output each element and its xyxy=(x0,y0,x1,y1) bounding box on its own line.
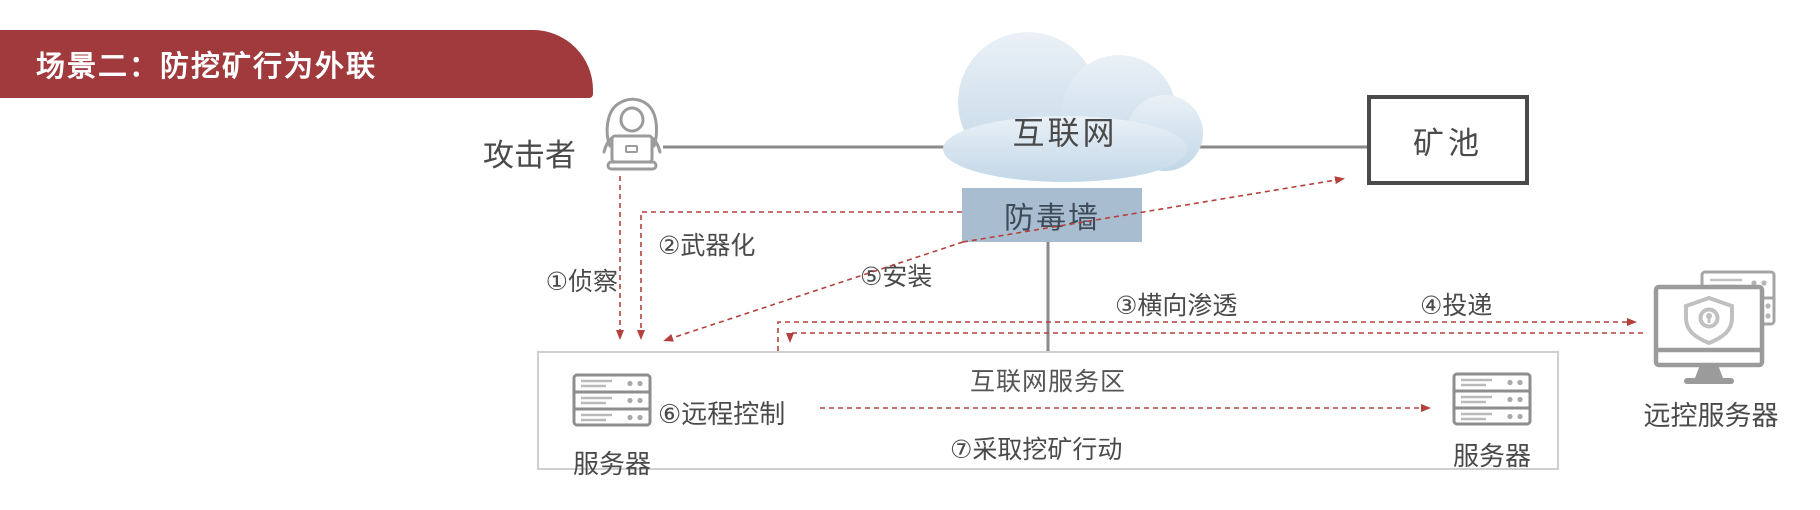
server-left-label: 服务器 xyxy=(572,449,651,479)
arrow-delivery-out xyxy=(777,318,1637,351)
step-4-delivery-label: ④投递 xyxy=(1420,292,1493,320)
mining-pool-box: 矿池 xyxy=(1367,95,1529,185)
scenario-banner: 场景二：防挖矿行为外联 xyxy=(0,30,593,98)
internet-service-zone-label: 互联网服务区 xyxy=(969,368,1126,396)
scenario-title: 场景二：防挖矿行为外联 xyxy=(36,51,378,83)
arrow-delivery-back xyxy=(786,332,1643,343)
antivirus-wall-box: 防毒墙 xyxy=(962,188,1142,242)
server-rack-icon xyxy=(572,373,652,427)
remote-server-label: 远控服务器 xyxy=(1643,401,1779,431)
monitor-stand xyxy=(1695,365,1723,378)
step-1-recon-label: ①侦察 xyxy=(545,268,618,296)
attacker-label: 攻击者 xyxy=(483,138,576,173)
server-rack-icon xyxy=(1452,372,1532,426)
remote-server-shield-icon xyxy=(1653,270,1776,384)
cloud-shape xyxy=(943,32,1203,182)
internet-service-zone-box xyxy=(537,351,1559,470)
step-2-weaponize-label: ②武器化 xyxy=(658,232,756,260)
step-7-mining-action-label: ⑦采取挖矿行动 xyxy=(950,436,1123,464)
hacker-icon xyxy=(602,97,662,171)
step-5-install-label: ⑤安装 xyxy=(860,263,933,291)
step-3-lateral-label: ③横向渗透 xyxy=(1115,292,1238,320)
step-6-remote-control-label: ⑥远程控制 xyxy=(658,399,786,429)
server-right-label: 服务器 xyxy=(1452,441,1531,471)
internet-label: 互联网 xyxy=(1012,115,1118,151)
